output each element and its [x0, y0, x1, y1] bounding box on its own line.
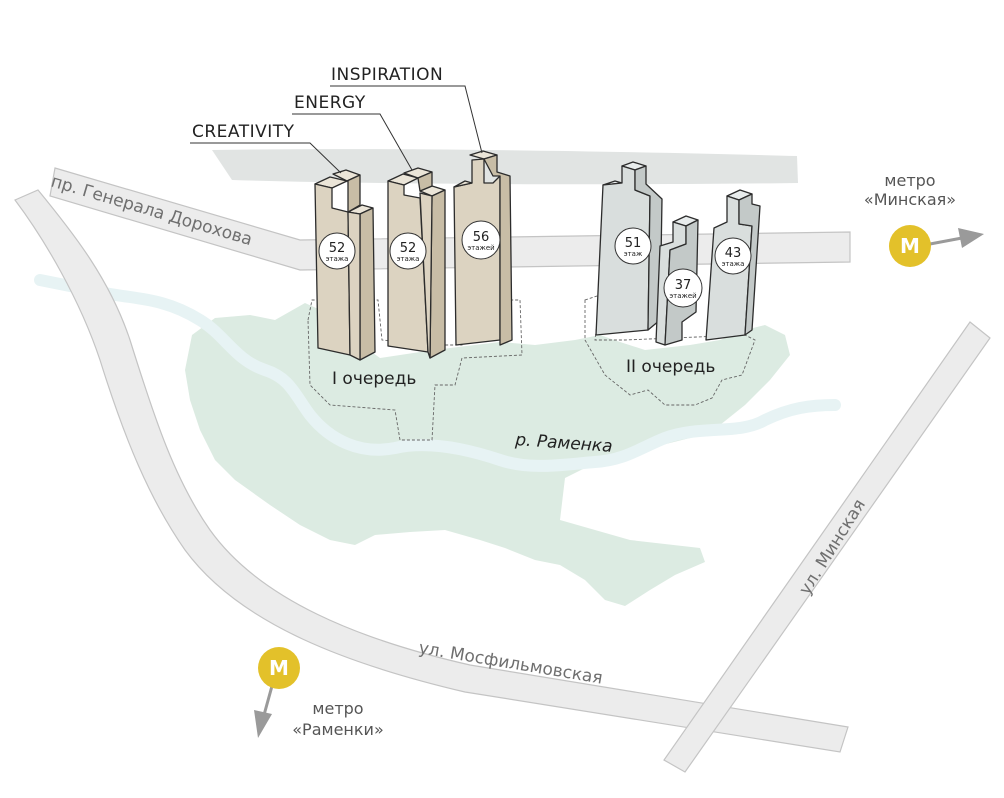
floor-count: 37 [675, 278, 692, 293]
floor-unit: этажей [467, 244, 494, 252]
metro-icon [258, 647, 300, 689]
arrow-head-icon [958, 228, 984, 248]
building-creativity[interactable] [314, 169, 376, 361]
metro-letter: М [900, 234, 920, 258]
metro-minskaya[interactable]: метро «Минская» М [864, 171, 984, 267]
floor-count: 43 [725, 246, 742, 261]
floor-count: 52 [400, 241, 417, 256]
phase-1-boundary [307, 299, 523, 441]
building-name-energy: ENERGY [294, 93, 366, 113]
building-name-inspiration: INSPIRATION [331, 65, 443, 85]
metro-icon [889, 225, 931, 267]
arrow-down-icon [262, 685, 274, 716]
metro-minskaya-label-2: «Минская» [864, 190, 956, 209]
floor-badge: 56 этажей [461, 220, 501, 260]
floor-unit: этажа [722, 260, 745, 268]
floor-badge: 37 этажей [663, 268, 703, 308]
floor-unit: этажей [669, 292, 696, 300]
leader-creativity [190, 142, 342, 174]
phase-2-label: II очередь [626, 357, 715, 377]
floor-badge: 52 этажа [389, 232, 427, 270]
floor-badge: 51 этаж [614, 227, 652, 265]
floor-unit: этаж [624, 250, 643, 258]
floor-badge: 52 этажа [318, 232, 356, 270]
street-label-minskaya: ул. Минская [795, 496, 870, 599]
metro-ramenki-label-1: метро [312, 699, 363, 718]
arrow-right-icon [929, 236, 963, 246]
floor-unit: этажа [397, 255, 420, 263]
metro-letter: М [269, 656, 289, 680]
floor-unit: этажа [326, 255, 349, 263]
street-label-dorokhova: пр. Генерала Дорохова [49, 172, 255, 250]
floor-count: 56 [473, 230, 490, 245]
floor-count: 52 [329, 241, 346, 256]
floor-count: 51 [625, 236, 642, 251]
metro-ramenki[interactable]: М метро «Раменки» [254, 647, 384, 739]
phase-2-boundary [584, 294, 756, 406]
metro-minskaya-label-1: метро [884, 171, 935, 190]
metro-ramenki-label-2: «Раменки» [292, 720, 383, 739]
leader-energy [292, 113, 413, 171]
road-mosfilmovskaya [14, 189, 849, 753]
building-name-creativity: CREATIVITY [192, 122, 295, 142]
floor-badge: 43 этажа [714, 237, 752, 275]
arrow-head-icon [254, 710, 272, 738]
river [34, 274, 841, 472]
leader-inspiration [330, 85, 483, 154]
road-minskaya [663, 321, 991, 773]
phase-1-label: I очередь [332, 369, 416, 389]
